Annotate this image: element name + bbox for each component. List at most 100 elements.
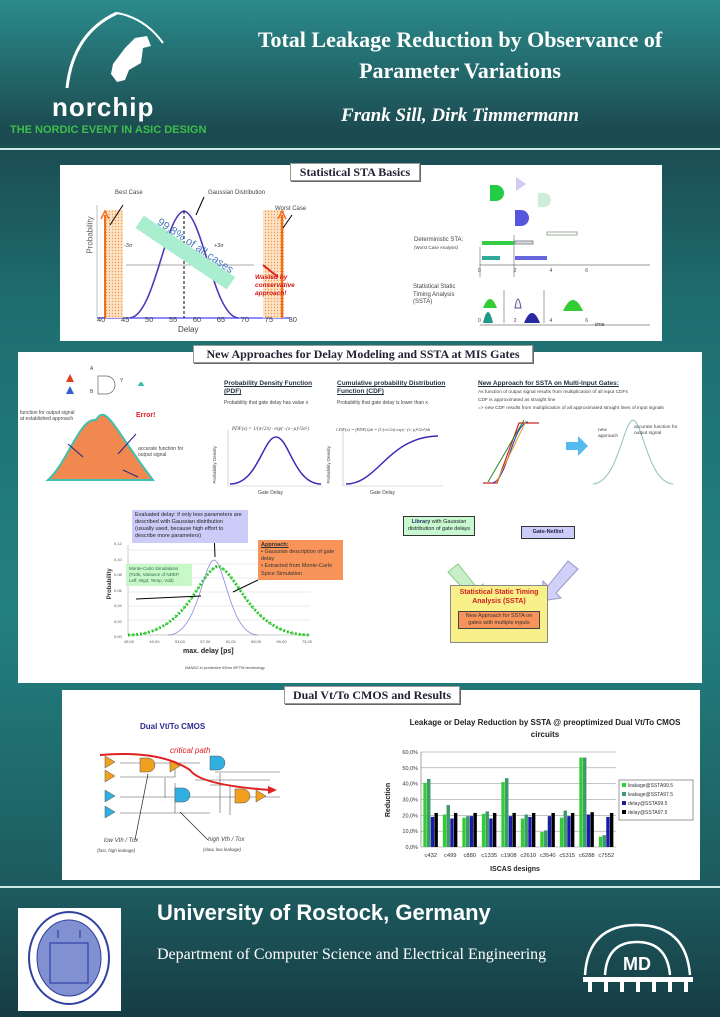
evaluated-note: Evaluated delay: if only less parameters… [132,510,248,543]
pdf-title: Probability Density Function (PDF) [224,380,313,396]
tick: 40 [97,315,106,324]
tick: 45 [120,315,130,324]
bar-c3540-delay@SSTA99.5 [547,816,552,847]
approach-item-text: Gaussian description of gate delay [261,549,335,563]
bar-c432-leakage@SSTA99.5 [423,782,427,847]
tick: 0,06 [114,587,122,593]
bar-c2610-delay@SSTA97.5 [531,812,536,847]
gaussian-label: Gaussian Distribution [208,190,266,196]
y-tick-label: 60,0% [402,750,418,756]
tick: 2 [513,318,517,324]
approach-item: • Extracted from Monte-Carlo Spice Simul… [261,563,333,577]
x-tick-label: c3540 [540,853,556,859]
tick: 50 [144,315,154,324]
tick: 0 [478,268,481,274]
delay-axis-label: Delay [178,325,199,334]
cdf-title: Cumulative probability Distribution Func… [337,380,446,396]
bar-c880-leakage@SSTA99.5 [462,817,466,847]
monte-carlo-note: Monte-Carlo Simulations(#10k, Variance o… [126,564,192,586]
poster-title: Total Leakage Reduction by Observance of… [200,24,720,86]
bar-c7552-delay@SSTA99.5 [606,816,610,847]
established-label: function for output signal at establishe… [20,410,75,423]
new-approach-line: As function of output signal results fro… [478,390,628,395]
bar-c432-leakage@SSTA97.5 [427,778,431,847]
evaluated-text: Evaluated delay: if only less parameters… [135,512,242,526]
best-case-label: Best Case [115,190,143,196]
x-tick-label: c1335 [481,853,497,859]
bar-c499-delay@SSTA97.5 [453,812,458,847]
accurate-label: accurate function for output signal [138,446,184,459]
high-vth-label: high Vth / Tox [208,837,245,843]
x-tick-label: c6288 [579,853,595,859]
norchip-logo: norchip [52,92,155,122]
bar-c7552-delay@SSTA97.5 [609,812,614,847]
bar-c1908-leakage@SSTA97.5 [505,778,509,847]
legend-swatch [622,810,626,814]
worst-case-label: Worst Case [275,206,307,212]
sta-basics-graphics [96,177,650,326]
legend-swatch [622,792,626,796]
bar-c6288-leakage@SSTA97.5 [583,757,587,847]
ssta-label: Statistical Static Timing Analysis (SSTA… [413,284,456,305]
x-tick-label: c432 [424,853,437,859]
svg-text:MD: MD [623,954,651,974]
gate-output-y: Y [120,378,124,384]
det-sta-sub: (Worst Case Analysis) [414,245,459,250]
x-tick-label: c5315 [559,853,575,859]
tick: 6 [585,268,588,274]
delay-modeling-graphics [45,374,674,637]
high-vth-sub: (slow, low leakage) [203,847,242,852]
pdf-formula: PDF(x) = 1/(σ√2π) · exp(−(x−μ)²/2σ²) [232,427,309,432]
cdf-desc: Probability that gate delay is lower tha… [337,400,428,406]
new-approach-label: new approach [598,428,619,439]
bar-c6288-delay@SSTA99.5 [586,814,591,847]
bar-c1908-leakage@SSTA99.5 [501,782,505,847]
tick: 49,00 [149,639,160,644]
bar-c1335-leakage@SSTA99.5 [481,813,486,847]
approach-title: Approach: [261,542,289,548]
bar-c2610-delay@SSTA99.5 [528,816,532,847]
cdf-formula: CDF(x) = ∫PDF(t)dt = ∫1/(σ√2π)·exp(−(t−μ… [336,427,431,432]
approach-box: Approach:• Gaussian description of gate … [258,540,343,580]
tick: 75 [264,315,274,324]
tick: 4 [549,268,553,274]
new-approach-title: New Approach for SSTA on Multi-Input Gat… [478,380,619,387]
chart-title: Leakage or Delay Reduction by SSTA @ pre… [409,718,681,739]
university-seal [18,908,121,1011]
circuit-title: Dual Vt/To CMOS [140,722,206,731]
title-line-2: Parameter Variations [359,58,561,83]
approach-item: • Gaussian description of gate delay [261,549,335,563]
x-tick-label: c499 [444,853,457,859]
y-tick-label: 30,0% [402,798,418,804]
department-name: Department of Computer Science and Elect… [157,946,547,963]
approach-item-text: Extracted from Monte-Carlo Spice Simulat… [261,563,333,577]
bar-c880-leakage@SSTA97.5 [466,816,470,847]
bar-c499-delay@SSTA99.5 [450,818,454,847]
x-axis-label: ISCAS designs [490,866,540,873]
pdf-xlabel: Gate Delay [258,490,284,496]
low-vth-sub: (fast, high leakage) [97,848,136,853]
tick: 55 [168,315,178,324]
cdf-ylabel: Probability Density [325,446,331,484]
tagline: THE NORDIC EVENT IN ASIC DESIGN [10,124,207,136]
bar-c6288-delay@SSTA97.5 [590,812,594,847]
tick: 80 [288,315,297,324]
cdf-xlabel: Gate Delay [370,490,396,496]
legend-label: leakage@SSTA97.5 [628,792,673,798]
minus-3-sigma: -3σ [124,243,133,249]
bar-c499-leakage@SSTA97.5 [446,805,450,847]
y-tick-label: 10,0% [402,829,418,835]
tick: 60 [192,315,202,324]
tick: 69,00 [276,639,287,644]
bar-c5315-delay@SSTA97.5 [570,812,575,847]
bar-c880-delay@SSTA97.5 [473,812,477,847]
tick: 65 [216,315,226,324]
md-logo: MD [583,923,693,992]
pdf-ylabel: Probability Density [211,446,217,484]
bar-c5315-delay@SSTA99.5 [567,816,571,847]
y-tick-label: 50,0% [402,766,418,772]
usually-text: (usually used, because high effort to de… [135,526,224,540]
y-tick-label: 20,0% [402,813,418,819]
